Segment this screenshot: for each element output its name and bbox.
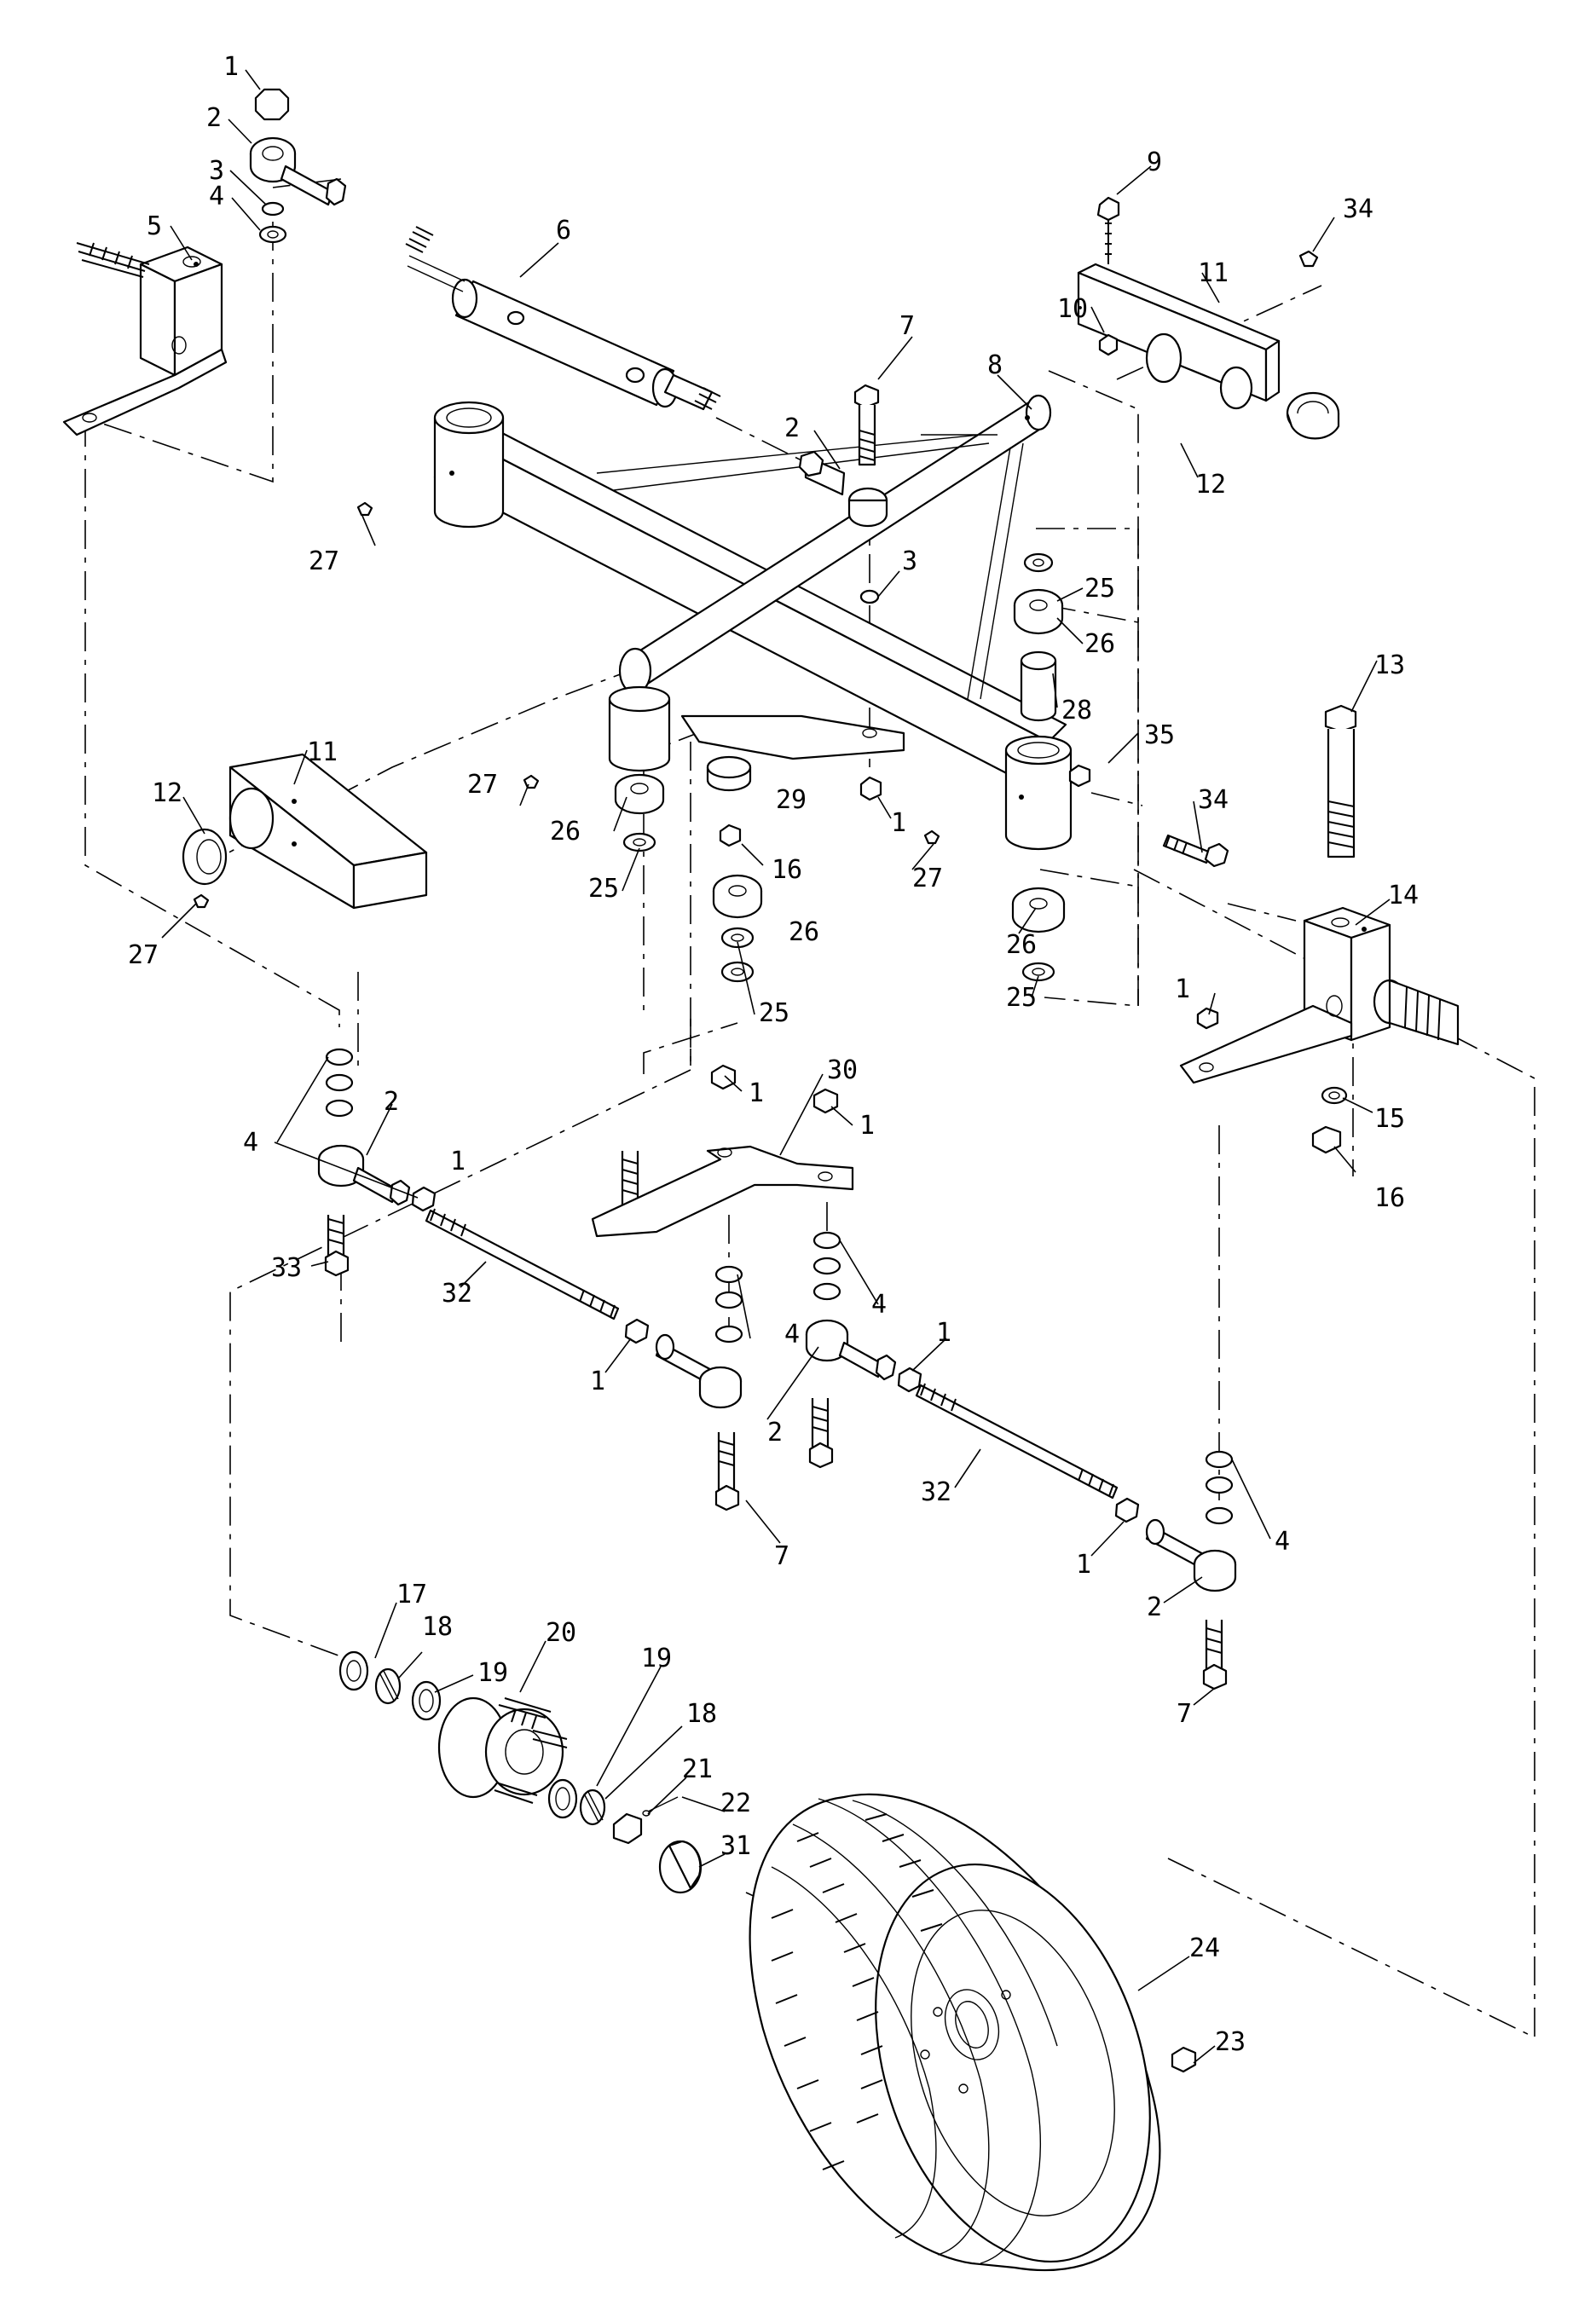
- part-callout-27: 27: [467, 770, 498, 800]
- part-callout-16: 16: [772, 855, 802, 885]
- part-callout-25: 25: [759, 998, 789, 1028]
- upper-right-pivot-bracket: [1077, 196, 1340, 440]
- part-callout-35: 35: [1144, 720, 1175, 750]
- part-callout-18: 18: [686, 1699, 717, 1729]
- part-callout-26: 26: [1006, 930, 1037, 960]
- wheel-hub-assembly: [338, 1650, 703, 1894]
- part-callout-1: 1: [1076, 1550, 1091, 1580]
- part-callout-6: 6: [556, 216, 571, 246]
- part-callout-10: 10: [1057, 294, 1088, 324]
- bearing-stack-left: [614, 773, 665, 852]
- part-callout-34: 34: [1343, 194, 1373, 224]
- part-callout-23: 23: [1215, 2027, 1246, 2057]
- part-callout-2: 2: [206, 103, 222, 133]
- part-callout-26: 26: [550, 817, 581, 847]
- part-callout-2: 2: [1147, 1592, 1162, 1622]
- right-spindle-bracket: [1179, 906, 1460, 1154]
- part-callout-1: 1: [590, 1367, 605, 1396]
- part-callout-19: 19: [477, 1658, 508, 1688]
- part-callout-25: 25: [1084, 574, 1115, 604]
- tie-rod-assembly: [317, 1048, 1237, 1592]
- part-callout-7: 7: [899, 311, 915, 341]
- part-callout-2: 2: [384, 1087, 399, 1117]
- part-callout-12: 12: [1195, 470, 1226, 500]
- part-callout-25: 25: [588, 874, 619, 904]
- part-callout-16: 16: [1374, 1183, 1405, 1213]
- part-callout-26: 26: [789, 917, 819, 947]
- part-callout-2: 2: [767, 1418, 783, 1448]
- part-callout-5: 5: [147, 211, 162, 241]
- part-callout-1: 1: [450, 1147, 466, 1176]
- center-link-plate: [591, 1007, 1219, 1238]
- part-callout-32: 32: [442, 1279, 472, 1309]
- leader-lines: [161, 69, 1391, 2064]
- part-callout-18: 18: [422, 1612, 453, 1642]
- part-callout-21: 21: [682, 1754, 713, 1784]
- part-callout-11: 11: [1198, 258, 1229, 288]
- part-callout-7: 7: [1177, 1699, 1192, 1729]
- left-steering-bracket: [62, 242, 228, 436]
- part-callout-28: 28: [1061, 696, 1092, 725]
- part-callout-30: 30: [827, 1055, 858, 1085]
- part-callout-31: 31: [720, 1831, 751, 1861]
- bolts: [324, 384, 1357, 1690]
- part-callout-2: 2: [784, 413, 800, 443]
- part-callout-4: 4: [871, 1290, 887, 1320]
- hydraulic-cylinder: [405, 226, 721, 411]
- part-callout-25: 25: [1006, 983, 1037, 1013]
- grease-fittings: [193, 501, 940, 909]
- part-callout-27: 27: [128, 940, 159, 970]
- main-axle-frame: [433, 394, 1073, 851]
- part-callout-29: 29: [776, 785, 807, 815]
- part-callout-3: 3: [209, 156, 224, 186]
- part-callout-32: 32: [921, 1477, 951, 1507]
- part-callout-34: 34: [1198, 785, 1229, 815]
- part-callout-9: 9: [1147, 147, 1162, 177]
- part-callout-19: 19: [641, 1644, 672, 1673]
- part-callout-3: 3: [902, 546, 917, 576]
- part-callout-1: 1: [1175, 974, 1190, 1004]
- part-callout-11: 11: [307, 737, 338, 767]
- part-callout-4: 4: [1275, 1527, 1290, 1557]
- part-callout-22: 22: [720, 1789, 751, 1818]
- part-callout-27: 27: [309, 546, 339, 576]
- part-callout-15: 15: [1374, 1104, 1405, 1134]
- bearing-stack-center: [706, 755, 763, 983]
- part-callout-1: 1: [859, 1111, 875, 1141]
- part-callout-8: 8: [987, 350, 1003, 380]
- part-callout-13: 13: [1374, 650, 1405, 680]
- part-callout-4: 4: [209, 182, 224, 211]
- bearing-stack-right: [1013, 552, 1064, 722]
- lower-left-pivot-bracket: [182, 753, 428, 910]
- part-callout-4: 4: [784, 1320, 800, 1349]
- part-callout-33: 33: [271, 1253, 302, 1283]
- tire-wheel: [749, 1793, 1197, 2272]
- part-callout-24: 24: [1189, 1933, 1220, 1963]
- part-callout-14: 14: [1388, 881, 1419, 910]
- top-left-rod-end: [249, 88, 347, 244]
- part-callout-4: 4: [243, 1128, 258, 1158]
- part-callout-1: 1: [749, 1078, 764, 1108]
- part-callout-17: 17: [396, 1580, 427, 1609]
- bearing-stack-lower-right: [859, 589, 1091, 982]
- part-callout-26: 26: [1084, 629, 1115, 659]
- part-callout-12: 12: [152, 778, 182, 808]
- part-callout-1: 1: [936, 1318, 951, 1348]
- part-callout-1: 1: [223, 52, 239, 82]
- part-callout-27: 27: [912, 864, 943, 893]
- part-callout-20: 20: [546, 1618, 576, 1648]
- part-callout-7: 7: [774, 1541, 789, 1571]
- part-callout-1: 1: [891, 808, 906, 838]
